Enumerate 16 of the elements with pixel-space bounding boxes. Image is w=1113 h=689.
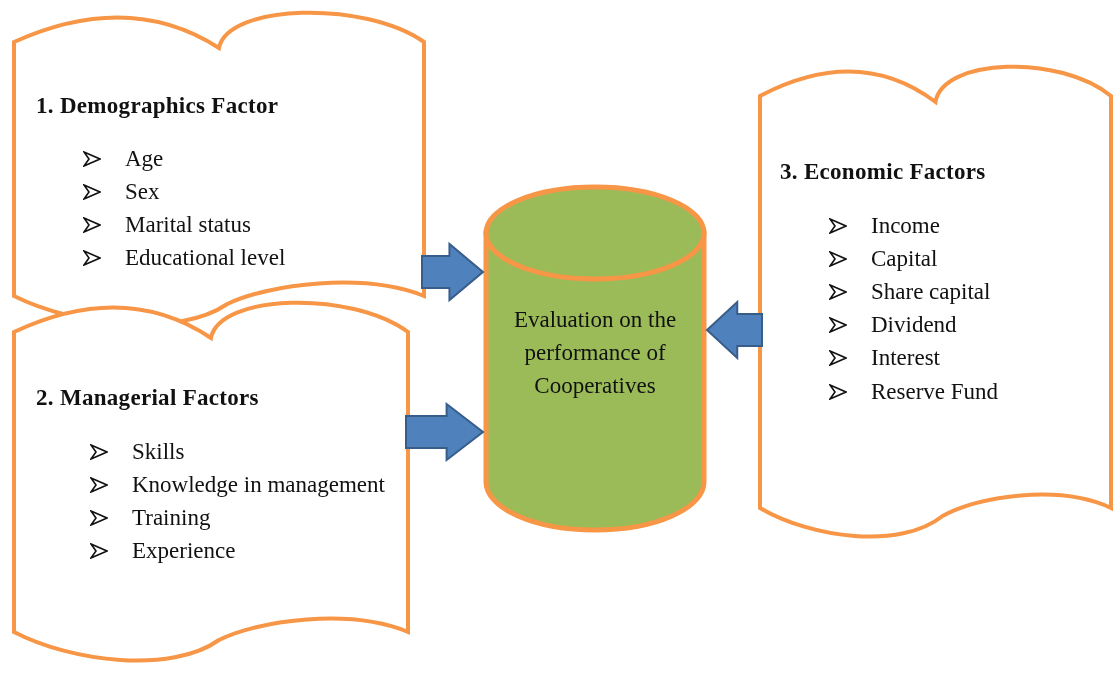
list-item: Income xyxy=(871,212,941,240)
list-item: Capital xyxy=(871,245,939,273)
node-text: Evaluation on the performance of Cooperatives xyxy=(512,306,678,400)
list-item: Knowledge in management xyxy=(132,471,386,499)
list-item: Dividend xyxy=(871,311,958,339)
block-arrow xyxy=(421,241,485,303)
list-item: Training xyxy=(132,504,212,532)
factor-heading: 2. Managerial Factors xyxy=(36,384,259,412)
block-arrow xyxy=(405,401,485,463)
list-item: Reserve Fund xyxy=(871,378,1000,406)
list-item: Interest xyxy=(871,344,941,372)
factor-heading: 3. Economic Factors xyxy=(780,158,986,186)
list-item: Share capital xyxy=(871,278,992,306)
list-item: Experience xyxy=(132,537,237,565)
block-arrow xyxy=(705,299,763,361)
list-item: Skills xyxy=(132,438,186,466)
